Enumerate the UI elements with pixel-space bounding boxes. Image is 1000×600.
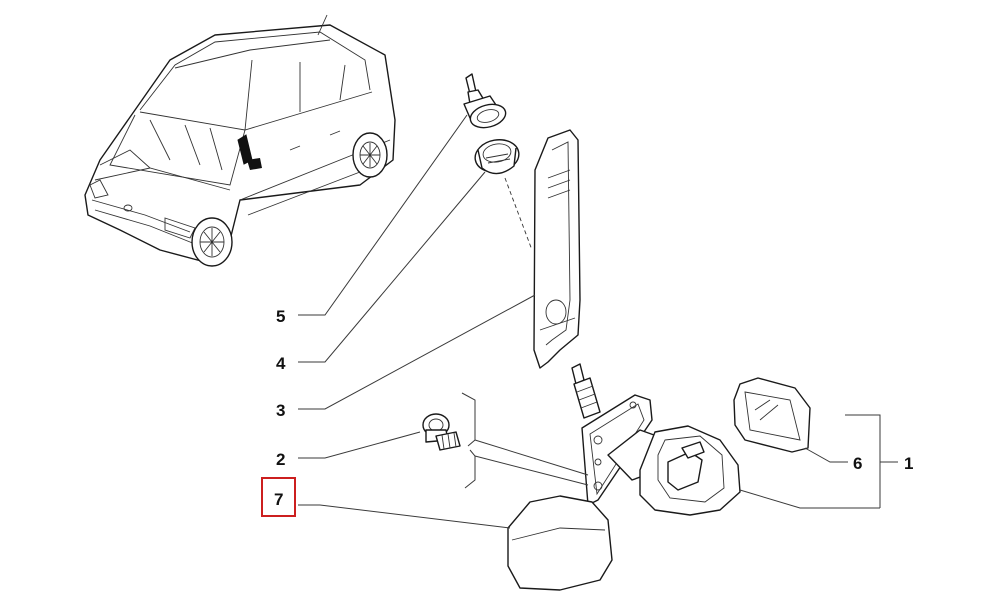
- callout-2: 2: [276, 450, 285, 469]
- callout-3: 3: [276, 401, 285, 420]
- callout-labels: 5 4 3 2 7 6 1: [261, 307, 913, 517]
- part-6-mirror-glass: [733, 377, 811, 453]
- part-7-mirror-cover: [507, 495, 613, 591]
- callout-5: 5: [276, 307, 285, 326]
- assembly-guide-line: [504, 177, 533, 251]
- screw-bracket-upper: [461, 392, 476, 447]
- car-illustration: [84, 14, 396, 267]
- adjuster-stud: [571, 363, 601, 419]
- callout-7: 7: [274, 490, 283, 509]
- mirror-base-assembly: [581, 394, 741, 516]
- callout-4: 4: [276, 354, 286, 373]
- leader-lines: [298, 114, 898, 529]
- callout-1: 1: [904, 454, 913, 473]
- part-4-bushing: [474, 139, 520, 175]
- part-2-screw: [422, 413, 461, 451]
- part-5-cable-grommet: [463, 73, 507, 129]
- callout-7-highlight-box: [261, 477, 296, 517]
- screw-bracket-lower: [464, 449, 476, 489]
- callout-6: 6: [853, 454, 862, 473]
- part-3-trim-panel: [533, 129, 581, 369]
